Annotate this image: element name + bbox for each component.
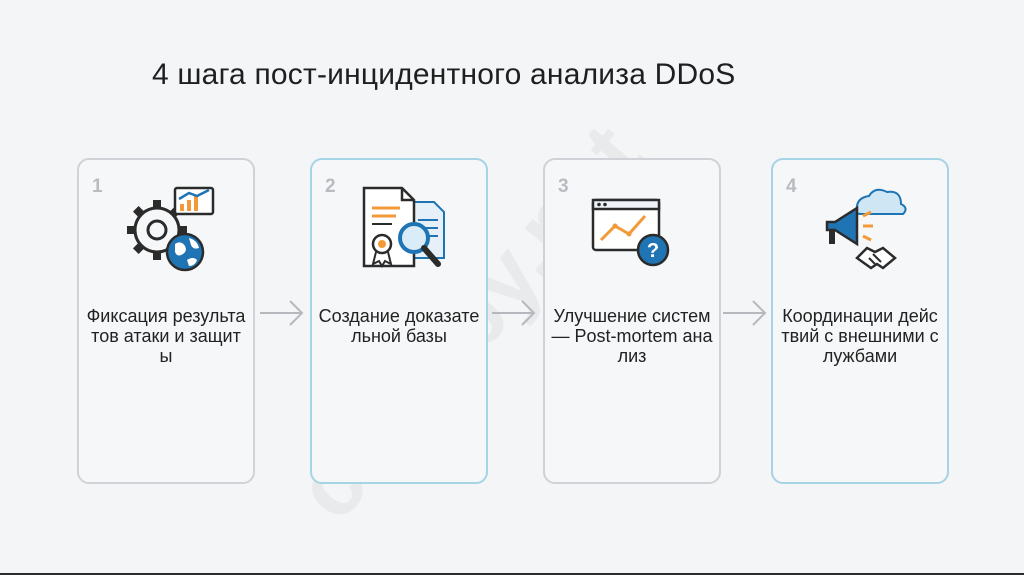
step-number: 4 [786, 176, 797, 197]
step-card-2: 2 Создание доказательной базы [310, 158, 488, 484]
page-title: 4 шага пост-инцидентного анализа DDoS [152, 58, 736, 91]
step-label: Координации действий с внешними службами [781, 306, 939, 366]
arrow-right-icon [723, 300, 767, 326]
step-number: 3 [558, 176, 569, 197]
step-card-1: 1 Фиксация результатов атаки и з [77, 158, 255, 484]
bottom-edge-line [0, 573, 1024, 575]
step-number: 1 [92, 176, 103, 197]
arrow-right-icon [260, 300, 304, 326]
arrow-right-icon [492, 300, 536, 326]
step-label: Создание доказательной базы [318, 306, 480, 346]
browser-chart-question-icon: ? [591, 198, 670, 267]
step-label: Улучшение систем — Post-mortem анализ [551, 306, 713, 366]
gear-chart-globe-icon [127, 186, 215, 272]
step-label: Фиксация результатов атаки и защиты [86, 306, 246, 366]
step-card-4: 4 Координации действий с внешними служба… [771, 158, 949, 484]
documents-magnifier-icon [362, 186, 445, 268]
step-card-3: 3 ? Улучшение систем — Post-mortem анали… [543, 158, 721, 484]
svg-text:?: ? [647, 240, 659, 262]
megaphone-cloud-handshake-icon [825, 188, 907, 270]
step-number: 2 [325, 176, 336, 197]
